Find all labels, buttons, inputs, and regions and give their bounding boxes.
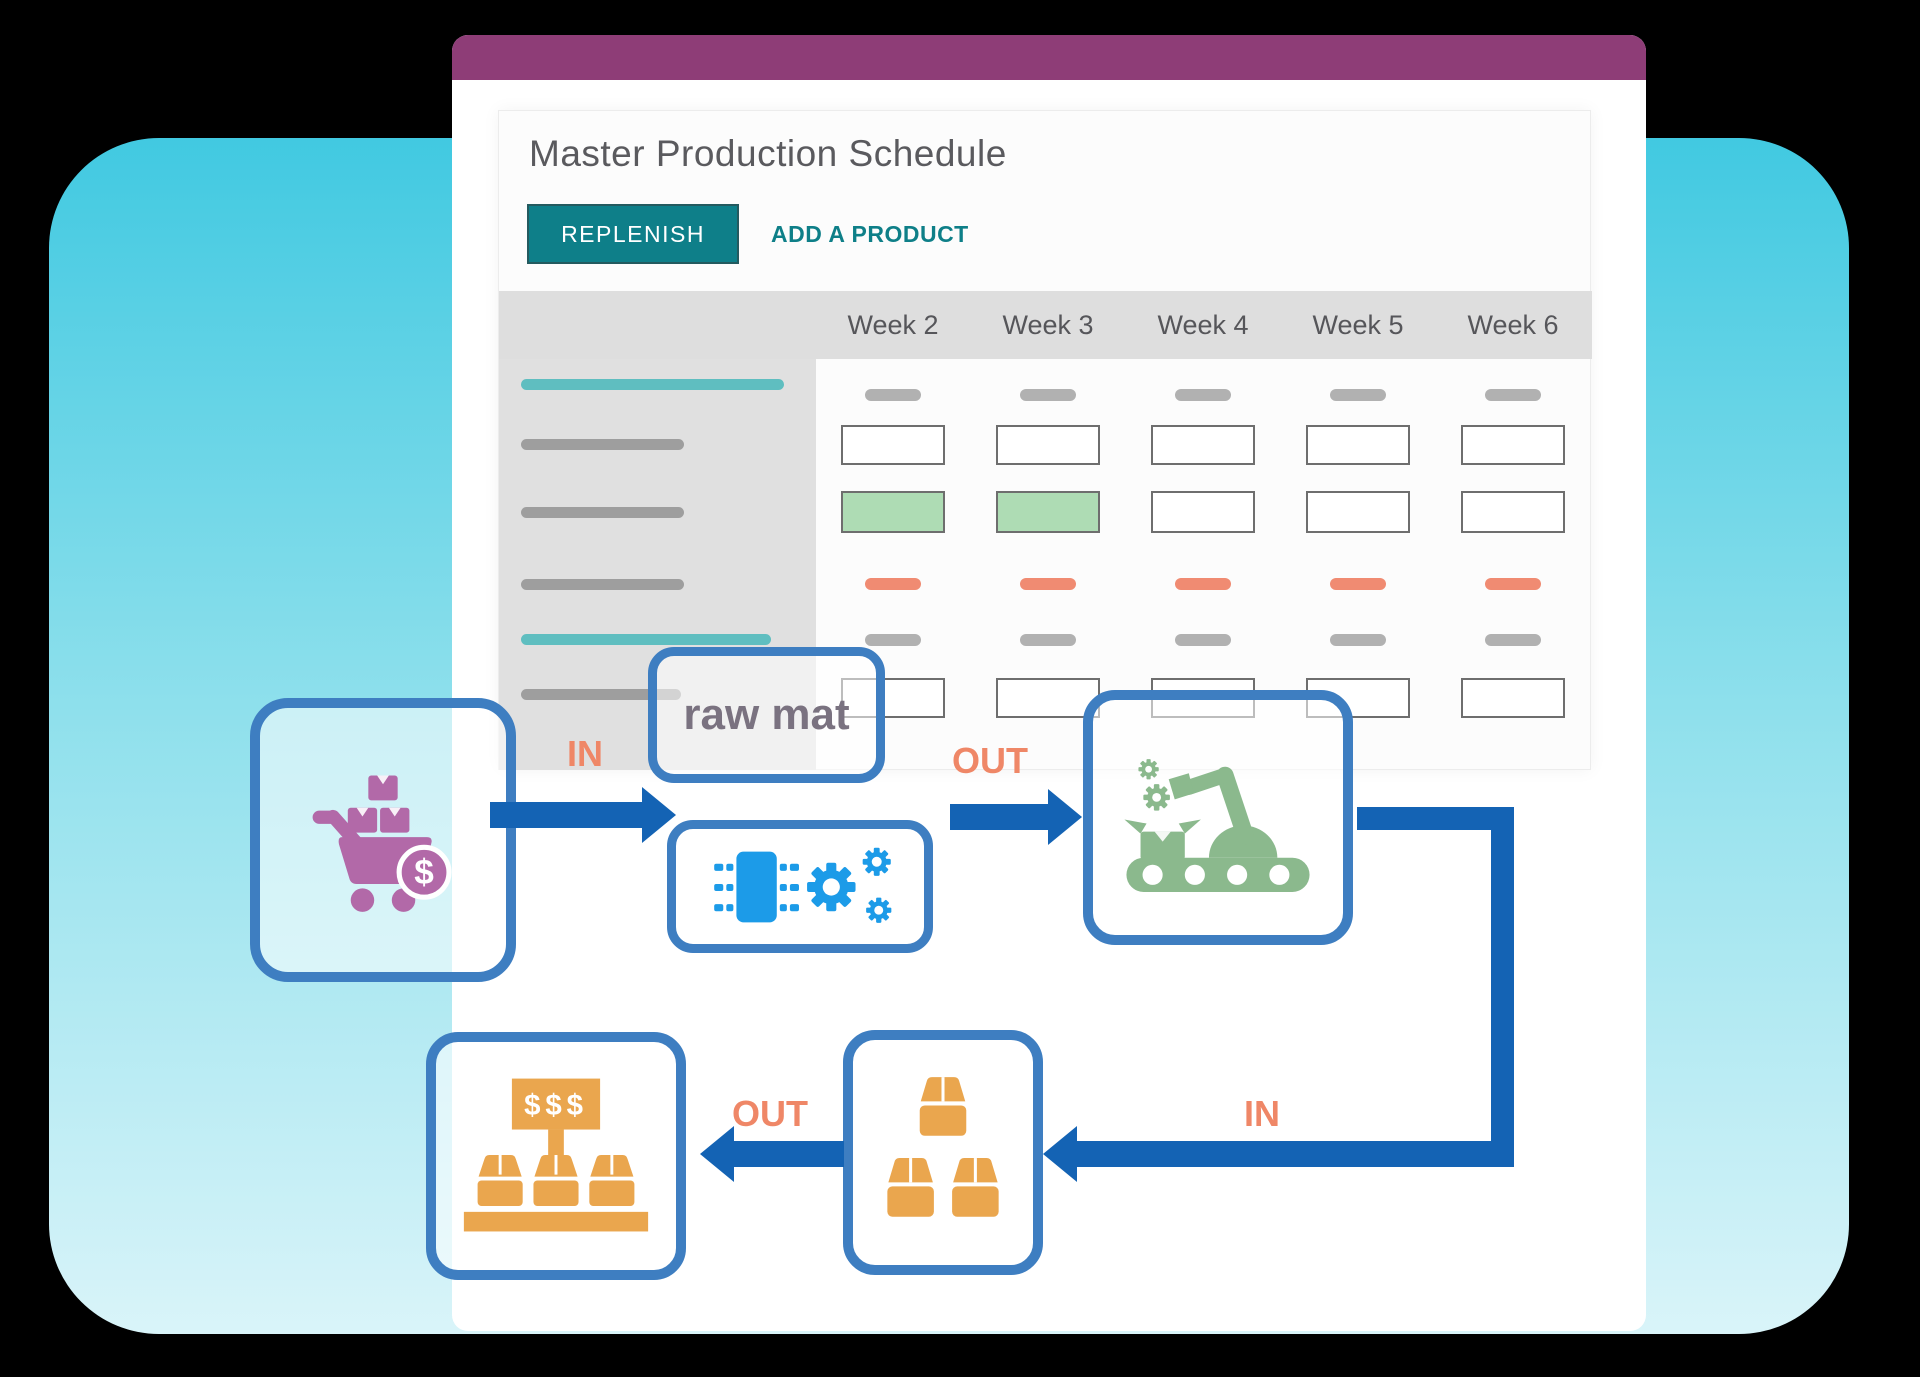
price-sign-text: $$$: [524, 1089, 588, 1122]
week-column-header: Week 2: [847, 310, 939, 340]
connector-horizontal-segment: [1357, 807, 1514, 830]
schedule-cell-dash: [1330, 389, 1386, 401]
in-label-bottom: IN: [1244, 1093, 1280, 1134]
week-column-header: Week 3: [1002, 310, 1094, 340]
schedule-cell-input[interactable]: [1306, 491, 1410, 533]
procurement-node: $: [250, 698, 516, 982]
stacked-boxes-icon: [887, 1076, 999, 1217]
schedule-cell-input[interactable]: [841, 425, 945, 465]
raw-material-node: raw mat: [648, 647, 885, 783]
schedule-cell-dash: [1020, 578, 1076, 590]
schedule-cell-dash: [1485, 634, 1541, 646]
sidebar-placeholder-line: [521, 379, 784, 390]
schedule-cell-dash: [1175, 578, 1231, 590]
schedule-cell-input[interactable]: [1461, 425, 1565, 465]
sales-node: $$$: [426, 1032, 686, 1280]
schedule-cell-dash: [1020, 634, 1076, 646]
schedule-cell-dash: [1330, 578, 1386, 590]
in-label-top: IN: [567, 733, 603, 774]
arrow-rawmat-to-robot-shaft: [950, 804, 1048, 830]
raw-material-label: raw mat: [683, 690, 850, 739]
week-column-header: Week 5: [1312, 310, 1404, 340]
sidebar-placeholder-line: [521, 579, 684, 590]
schedule-cell-input[interactable]: [1151, 425, 1255, 465]
sidebar-placeholder-line: [521, 634, 771, 645]
arrow-boxes-to-sales-shaft: [734, 1141, 844, 1167]
schedule-cell-dash: [1485, 578, 1541, 590]
schedule-cell-input[interactable]: [841, 491, 945, 533]
manufacturing-node: [1083, 690, 1353, 945]
schedule-cell-dash: [865, 389, 921, 401]
arrow-cart-to-rawmat-head: [642, 787, 676, 843]
add-product-button[interactable]: ADD A PRODUCT: [771, 221, 969, 247]
arrow-robot-to-boxes-head: [1043, 1126, 1077, 1182]
schedule-cell-dash: [1330, 634, 1386, 646]
sidebar-placeholder-line: [521, 439, 684, 450]
replenish-button[interactable]: REPLENISH: [527, 204, 739, 264]
components-node: [667, 820, 933, 953]
price-shelf-icon: $$$: [463, 1078, 649, 1232]
schedule-cell-input[interactable]: [996, 491, 1100, 533]
schedule-cell-input[interactable]: [996, 678, 1100, 718]
sidebar-placeholder-line: [521, 689, 681, 700]
arrow-boxes-to-sales-head: [700, 1126, 734, 1182]
schedule-cell-input[interactable]: [1461, 491, 1565, 533]
schedule-cell-dash: [865, 634, 921, 646]
window-titlebar: [452, 35, 1646, 80]
coin-dollar-symbol: $: [414, 853, 434, 892]
sidebar-placeholder-line: [521, 507, 684, 518]
shopping-cart-icon: $: [312, 775, 452, 912]
schedule-cell-dash: [1020, 389, 1076, 401]
schedule-cell-dash: [1175, 389, 1231, 401]
schedule-cell-input[interactable]: [1306, 425, 1410, 465]
schedule-cell-input[interactable]: [996, 425, 1100, 465]
finished-goods-node: [843, 1030, 1043, 1275]
page-title: Master Production Schedule: [529, 133, 1007, 174]
schedule-cell-input[interactable]: [1151, 491, 1255, 533]
connector-vertical-segment: [1491, 807, 1514, 1167]
schedule-cell-dash: [865, 578, 921, 590]
week-column-header: Week 6: [1467, 310, 1559, 340]
schedule-cell-dash: [1175, 634, 1231, 646]
out-label-bottom: OUT: [732, 1093, 808, 1134]
week-column-header: Week 4: [1157, 310, 1249, 340]
schedule-cell-input[interactable]: [1461, 678, 1565, 718]
schedule-cell-dash: [1485, 389, 1541, 401]
schedule-table-header: [499, 291, 1592, 359]
out-label-top: OUT: [952, 740, 1028, 781]
chip-and-gears-icon: [714, 847, 892, 923]
robot-arm-conveyor-icon: [1124, 758, 1310, 892]
arrow-robot-to-boxes-shaft: [1077, 1141, 1514, 1167]
arrow-rawmat-to-robot-head: [1048, 789, 1082, 845]
arrow-cart-to-rawmat-shaft: [490, 802, 642, 828]
